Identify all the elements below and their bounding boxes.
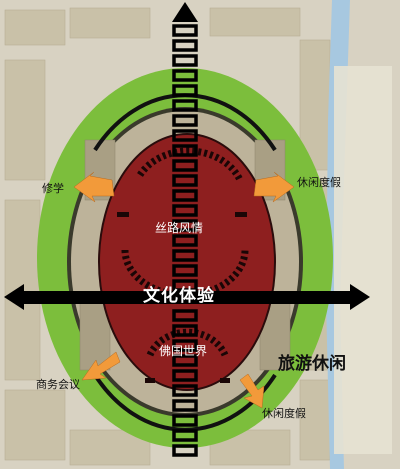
axis-box [172,429,198,442]
axis-box [172,354,198,367]
axis-box [172,234,198,247]
axis-box [172,444,198,457]
axis-box [172,144,198,157]
axis-box [172,414,198,427]
arrow-right-bottom-icon [239,373,265,409]
axis-right-arrow-icon [350,284,370,310]
axis-box [172,204,198,217]
axis-box [172,264,198,277]
label-center-axis: 文化体验 [143,286,215,306]
axis-left-arrow-icon [4,284,24,310]
axis-box [172,339,198,352]
label-arrow-left-bottom: 商务会议 [36,378,80,391]
horizontal-axis-bar [20,291,355,304]
axis-box [172,159,198,172]
axis-box [172,24,198,37]
legend-list [336,70,390,450]
axis-box [172,369,198,382]
axis-box [172,129,198,142]
axis-box [172,309,198,322]
axis-box [172,219,198,232]
label-arrow-left-top: 修学 [42,182,64,195]
axis-box [172,99,198,112]
axis-box [172,279,198,292]
label-lower-zone: 佛国世界 [159,344,208,358]
axis-box [172,174,198,187]
axis-box [172,69,198,82]
axis-box [172,39,198,52]
legend-panel [334,66,392,454]
culture-core [98,133,276,391]
label-arrow-right-bottom: 休闲度假 [262,407,306,420]
axis-box [172,114,198,127]
arrow-left-bottom-icon [81,351,121,381]
arrow-right-top-icon [253,171,295,203]
axis-box [172,399,198,412]
orange-arrows [73,171,295,409]
core-arcs [121,147,249,357]
label-ring-theme: 旅游休闲 [278,354,346,374]
label-arrow-right-top: 休闲度假 [297,176,341,189]
axis-box [172,54,198,67]
label-upper-zone: 丝路风情 [155,221,204,235]
axis-box [172,189,198,202]
axis-box [172,84,198,97]
axis-box [172,324,198,337]
axis-box [172,384,198,397]
axis-box [172,249,198,262]
vertical-axis-boxes [172,24,198,457]
axis-up-arrow-icon [172,2,198,22]
core-arc-ends [117,212,247,383]
arrow-left-top-icon [73,171,115,203]
